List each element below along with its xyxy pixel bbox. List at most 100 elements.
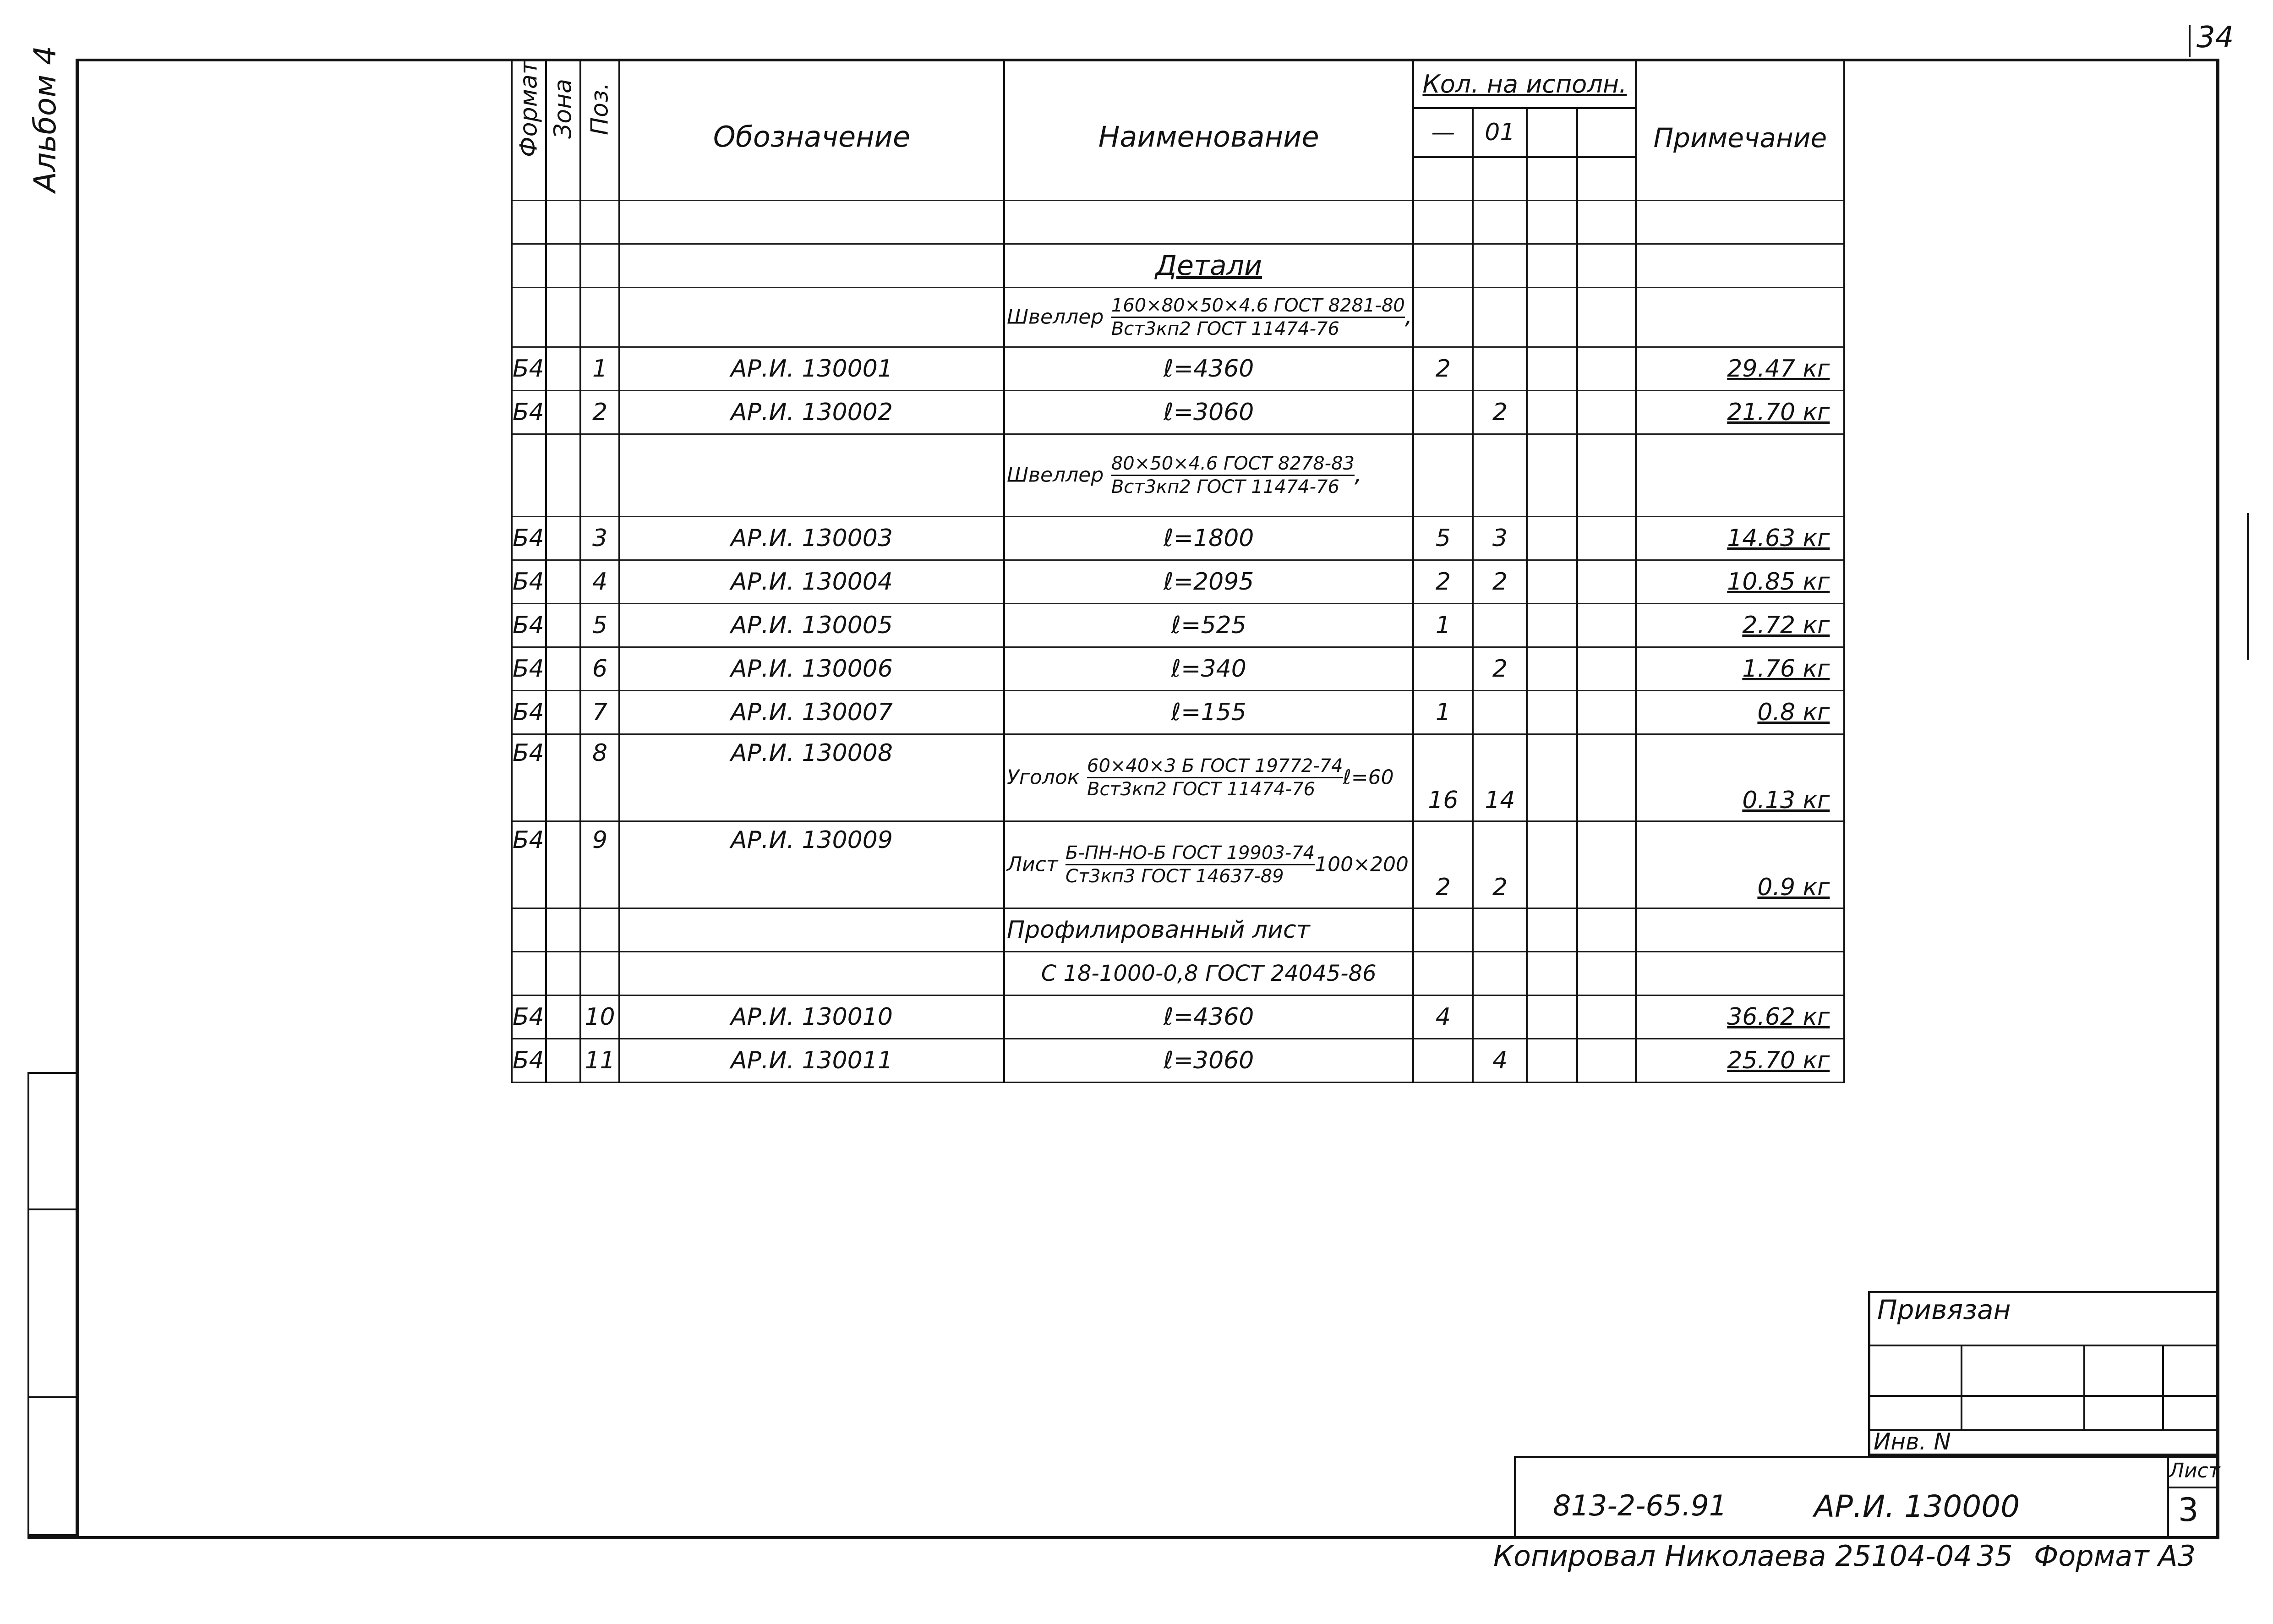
table-cell xyxy=(1472,157,1528,202)
header-note: Примечание xyxy=(1635,60,1846,157)
table-cell: АР.И. 130009 xyxy=(618,821,1005,909)
table-cell: 14.63 кг xyxy=(1635,516,1846,561)
table-cell xyxy=(618,157,1005,202)
table-cell: АР.И. 130006 xyxy=(618,647,1005,692)
table-cell xyxy=(1003,200,1415,245)
table-cell xyxy=(545,647,581,692)
bound-col-2 xyxy=(2083,1345,2085,1429)
table-cell: 29.47 кг xyxy=(1635,347,1846,392)
table-cell: 0.8 кг xyxy=(1635,690,1846,735)
table-cell xyxy=(545,821,581,909)
table-cell xyxy=(1472,200,1528,245)
table-cell xyxy=(1526,821,1579,909)
table-cell xyxy=(1412,287,1474,348)
table-cell xyxy=(511,434,547,518)
table-cell xyxy=(1526,347,1579,392)
table-cell: ℓ=525 xyxy=(1003,603,1415,648)
table-cell xyxy=(618,908,1005,953)
table-cell xyxy=(579,434,620,518)
table-cell xyxy=(511,287,547,348)
table-row: Б4 8 АР.И. 130008 Уголок 60×40×3 Б ГОСТ … xyxy=(511,734,1846,822)
drawing-frame xyxy=(76,59,2219,1536)
table-cell: Б4 xyxy=(511,603,547,648)
table-cell xyxy=(618,244,1005,289)
table-cell: ℓ=2095 xyxy=(1003,560,1415,605)
table-cell: 1.76 кг xyxy=(1635,647,1846,692)
table-cell: 36.62 кг xyxy=(1635,995,1846,1040)
table-cell: АР.И. 130002 xyxy=(618,390,1005,435)
table-row xyxy=(511,200,1846,245)
table-cell: 4 xyxy=(1412,995,1474,1040)
table-cell xyxy=(545,200,581,245)
table-row: — 01 xyxy=(512,108,1844,159)
table-row: Детали xyxy=(511,244,1846,289)
table-cell xyxy=(511,951,547,996)
table-cell xyxy=(545,995,581,1040)
table-cell xyxy=(545,690,581,735)
table-cell xyxy=(618,434,1005,518)
strip-divider-2 xyxy=(27,1396,78,1398)
table-cell xyxy=(511,908,547,953)
main-stamp xyxy=(1514,1456,2217,1536)
table-cell xyxy=(545,908,581,953)
table-cell: 10 xyxy=(579,995,620,1040)
table-cell xyxy=(1635,434,1846,518)
table-cell xyxy=(1576,434,1637,518)
table-cell xyxy=(1526,647,1579,692)
table-cell xyxy=(1412,200,1474,245)
table-cell xyxy=(1472,995,1528,1040)
table-cell xyxy=(579,287,620,348)
table-cell xyxy=(1526,390,1579,435)
table-cell: 1 xyxy=(1412,603,1474,648)
table-cell: 25.70 кг xyxy=(1635,1039,1846,1083)
table-cell xyxy=(1526,244,1579,289)
table-row: С 18-1000-0,8 ГОСТ 24045-86 xyxy=(511,951,1846,996)
header-qty-col4 xyxy=(1576,108,1637,159)
table-cell: ℓ=4360 xyxy=(1003,995,1415,1040)
table-cell: 8 xyxy=(579,734,620,822)
table-cell: АР.И. 130011 xyxy=(618,1039,1005,1083)
table-cell: АР.И. 130008 xyxy=(618,734,1005,822)
corner-sheet-number: 34 xyxy=(2197,21,2234,55)
table-cell: Б4 xyxy=(511,690,547,735)
table-cell xyxy=(545,951,581,996)
table-cell: 0.9 кг xyxy=(1635,821,1846,909)
table-cell: 4 xyxy=(1472,1039,1528,1083)
table-cell xyxy=(1412,244,1474,289)
table-cell xyxy=(545,516,581,561)
table-cell: Б4 xyxy=(511,560,547,605)
table-cell: 2 xyxy=(1472,647,1528,692)
table-row xyxy=(511,157,1846,202)
table-cell xyxy=(511,200,547,245)
table-cell xyxy=(579,951,620,996)
inv-label: Инв. N xyxy=(1874,1428,1951,1455)
table-cell: 10.85 кг xyxy=(1635,560,1846,605)
table-cell: 2 xyxy=(579,390,620,435)
table-cell xyxy=(1526,560,1579,605)
table-cell xyxy=(1412,157,1474,202)
table-cell: Б4 xyxy=(511,1039,547,1083)
right-margin-tick xyxy=(2247,513,2249,660)
table-cell: АР.И. 130007 xyxy=(618,690,1005,735)
table-cell xyxy=(1526,995,1579,1040)
table-cell xyxy=(545,390,581,435)
table-cell xyxy=(1472,244,1528,289)
table-cell xyxy=(1576,951,1637,996)
table-cell xyxy=(1576,908,1637,953)
table-cell xyxy=(579,157,620,202)
table-cell xyxy=(1472,347,1528,392)
table-cell: АР.И. 130004 xyxy=(618,560,1005,605)
table-cell xyxy=(1576,244,1637,289)
table-cell xyxy=(545,603,581,648)
table-cell xyxy=(1412,951,1474,996)
table-cell: 16 xyxy=(1412,734,1474,822)
table-cell xyxy=(1635,951,1846,996)
table-cell xyxy=(1526,690,1579,735)
table-cell xyxy=(1472,603,1528,648)
doc-code: 813-2-65.91 xyxy=(1553,1489,1727,1522)
